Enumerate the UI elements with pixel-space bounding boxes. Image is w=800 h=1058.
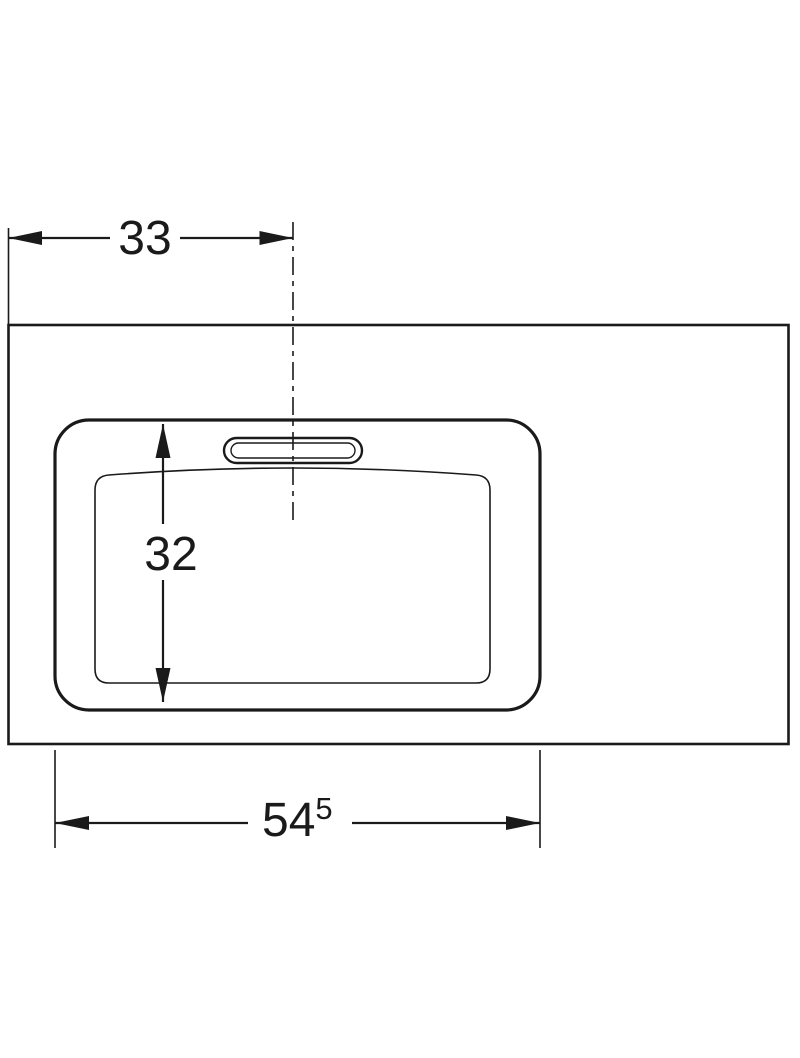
basin-outer-outline bbox=[53, 418, 542, 712]
arrowhead-left-icon bbox=[8, 231, 42, 245]
arrowhead-up-icon bbox=[155, 424, 171, 458]
arrowhead-left-icon bbox=[55, 816, 89, 830]
dimension-label-top: 33 bbox=[118, 212, 171, 265]
dimension-label-width: 545 bbox=[262, 791, 333, 847]
basin-inner-outline bbox=[94, 467, 491, 684]
dimension-label-depth: 32 bbox=[144, 528, 197, 581]
arrowhead-right-icon bbox=[506, 816, 540, 830]
label-mask bbox=[248, 790, 352, 842]
dimension-label-width-superscript: 5 bbox=[315, 791, 332, 826]
arrowhead-down-icon bbox=[155, 668, 171, 702]
dimension-basin-depth: 32 bbox=[138, 424, 204, 702]
dimension-label-width-main: 54 bbox=[262, 794, 315, 847]
dimension-basin-width: 545 bbox=[54, 750, 541, 848]
dimension-top-offset: 33 bbox=[7, 212, 293, 325]
arrowhead-right-icon bbox=[259, 231, 293, 245]
label-mask bbox=[138, 524, 204, 580]
label-mask bbox=[110, 212, 180, 262]
